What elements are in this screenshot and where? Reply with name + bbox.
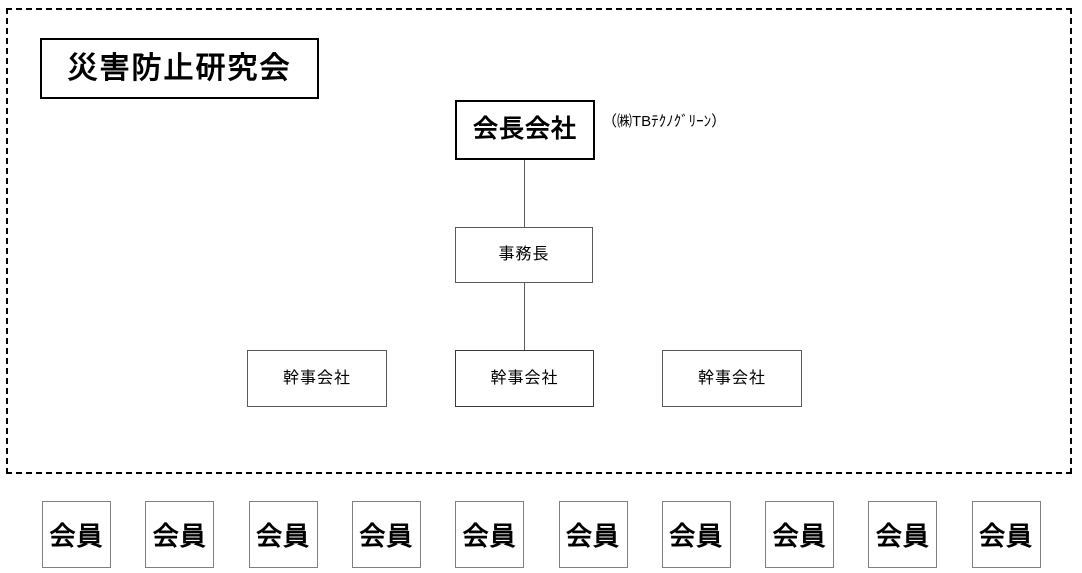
secretary-label: 事務長 xyxy=(498,246,550,264)
member-box: 会員 xyxy=(42,501,111,568)
member-label: 会員 xyxy=(152,521,207,551)
director-company-label: 幹事会社 xyxy=(697,369,766,387)
chairman-company-label: 会長会社 xyxy=(472,115,577,144)
member-box: 会員 xyxy=(868,501,938,568)
association-title-label: 災害防止研究会 xyxy=(67,52,292,85)
secretary-box: 事務長 xyxy=(455,227,593,283)
member-box: 会員 xyxy=(661,501,731,568)
member-box: 会員 xyxy=(455,501,525,568)
connector-secretary-to-director xyxy=(524,283,525,350)
member-box: 会員 xyxy=(558,501,628,568)
member-label: 会員 xyxy=(669,521,724,551)
director-company-label: 幹事会社 xyxy=(490,369,559,387)
member-box: 会員 xyxy=(971,501,1041,568)
member-label: 会員 xyxy=(875,521,930,551)
chairman-company-note: （㈱TBﾃｸﾉｸﾞﾘｰﾝ） xyxy=(602,113,727,130)
member-label: 会員 xyxy=(565,521,620,551)
director-company-box-center: 幹事会社 xyxy=(455,350,594,407)
member-label: 会員 xyxy=(49,521,104,551)
member-box: 会員 xyxy=(351,501,421,568)
member-box: 会員 xyxy=(248,501,318,568)
director-company-label: 幹事会社 xyxy=(282,369,351,387)
member-box: 会員 xyxy=(765,501,835,568)
member-label: 会員 xyxy=(979,521,1034,551)
member-label: 会員 xyxy=(256,521,311,551)
member-label: 会員 xyxy=(462,521,517,551)
member-box: 会員 xyxy=(145,501,215,568)
director-company-box-left: 幹事会社 xyxy=(247,350,387,407)
association-title-box: 災害防止研究会 xyxy=(40,38,319,99)
member-label: 会員 xyxy=(359,521,414,551)
association-boundary-frame xyxy=(6,8,1072,474)
chairman-company-box: 会長会社 xyxy=(455,100,595,160)
connector-chairman-to-secretary xyxy=(524,160,525,227)
director-company-box-right: 幹事会社 xyxy=(662,350,802,407)
member-label: 会員 xyxy=(772,521,827,551)
